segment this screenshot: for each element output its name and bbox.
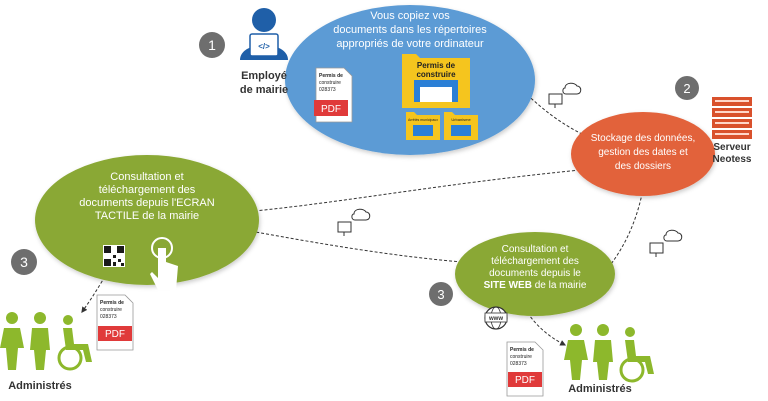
arrow-server-to-left-screen (230, 169, 581, 216)
folder-main: Permis de construire (402, 54, 470, 108)
folder-small-left: Arrêtés municipaux (406, 112, 440, 140)
svg-text:028373: 028373 (510, 361, 527, 367)
svg-text:PDF: PDF (105, 329, 125, 340)
svg-text:PDF: PDF (515, 375, 535, 386)
svg-text:1: 1 (208, 37, 216, 53)
qr-code-icon (103, 245, 125, 267)
arrow-server-to-right-web (607, 177, 646, 269)
left-bubble-text: Consultation et téléchargement des docum… (79, 171, 214, 222)
right-green-bubble (455, 232, 615, 316)
svg-text:téléchargement des: téléchargement des (99, 184, 196, 196)
svg-text:028373: 028373 (100, 314, 117, 320)
svg-text:construire: construire (510, 354, 532, 360)
svg-text:Consultation et: Consultation et (502, 244, 569, 255)
right-bubble-text: Consultation et téléchargement des docum… (484, 244, 587, 291)
step-badge-2: 2 (675, 76, 699, 100)
touch-hand-icon (150, 237, 178, 290)
person-laptop-icon: </> (240, 8, 288, 60)
blue-line-3: appropriés de votre ordinateur (336, 38, 484, 50)
svg-text:www: www (488, 316, 503, 322)
svg-text:Stockage des données,: Stockage des données, (591, 133, 696, 144)
cloud-sync-icon-right (649, 229, 683, 257)
accessibility-people-icon-right (564, 324, 654, 383)
svg-text:documents depuis l'ECRAN: documents depuis l'ECRAN (79, 197, 214, 209)
blue-line-2: documents dans les répertoires (333, 24, 487, 36)
admin-left-label: Administrés (8, 380, 72, 392)
svg-text:SITE WEB de la mairie: SITE WEB de la mairie (484, 280, 587, 291)
step-badge-3-left: 3 (11, 249, 37, 275)
blue-line-1: Vous copiez vos (370, 10, 450, 22)
folder-main-label-2: construire (416, 70, 456, 79)
www-globe-icon: www (484, 306, 508, 330)
svg-text:</>: </> (258, 42, 270, 51)
server-rack-icon (712, 97, 752, 139)
svg-text:construire: construire (100, 307, 122, 313)
folder-small-right-label: Urbanisme (451, 117, 471, 122)
cloud-sync-icon-left (337, 208, 371, 236)
orange-bubble (571, 112, 715, 196)
pdf-document-icon-right: Permis de construire 028373 PDF (506, 341, 544, 397)
svg-text:documents depuis le: documents depuis le (489, 268, 581, 279)
svg-text:3: 3 (20, 254, 28, 270)
server-label-1: Serveur (713, 142, 750, 153)
svg-text:TACTILE de la mairie: TACTILE de la mairie (95, 210, 199, 222)
arrow-right-web-to-left-screen (226, 224, 463, 263)
right-bubble-site-web: SITE WEB (484, 280, 532, 291)
svg-text:des dossiers: des dossiers (615, 161, 671, 172)
svg-text:construire: construire (319, 80, 341, 86)
employee-label-1: Employé (241, 70, 287, 82)
svg-text:Permis de: Permis de (319, 73, 343, 79)
pdf-document-icon-left: Permis de construire 028373 PDF (96, 294, 134, 351)
svg-text:Consultation et: Consultation et (110, 171, 183, 183)
arrow-blue-to-server (511, 81, 592, 139)
svg-text:PDF: PDF (321, 104, 341, 115)
pdf-document-icon: Permis de construire 028373 PDF (314, 67, 353, 123)
server-label-2: Neotess (713, 154, 752, 165)
folder-small-left-label: Arrêtés municipaux (408, 118, 438, 122)
folder-main-label-1: Permis de (417, 61, 456, 70)
orange-bubble-text: Stockage des données, gestion des dates … (591, 133, 696, 172)
svg-text:3: 3 (437, 287, 444, 302)
left-green-bubble (35, 155, 259, 285)
blue-bubble-text: Vous copiez vos documents dans les réper… (333, 10, 487, 50)
step-badge-3-right: 3 (429, 282, 453, 306)
step-badge-1: 1 (199, 32, 225, 58)
cloud-sync-icon (548, 82, 582, 108)
folder-small-right: Urbanisme (444, 112, 478, 140)
svg-text:Permis de: Permis de (100, 300, 124, 306)
employee-label-2: de mairie (240, 84, 288, 96)
svg-text:2: 2 (683, 81, 690, 96)
svg-text:Permis de: Permis de (510, 347, 534, 353)
admin-right-label: Administrés (568, 383, 632, 395)
svg-text:028373: 028373 (319, 87, 336, 93)
accessibility-people-icon-left (0, 312, 92, 371)
svg-text:téléchargement des: téléchargement des (491, 256, 579, 267)
svg-text:gestion des dates et: gestion des dates et (598, 147, 688, 158)
line-left-screen-to-admins (81, 267, 111, 313)
